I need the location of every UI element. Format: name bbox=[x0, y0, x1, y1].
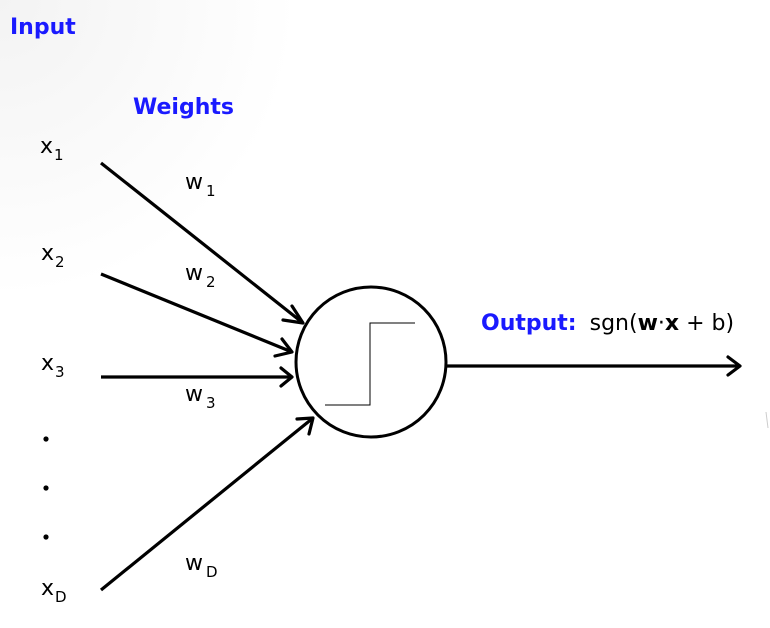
output-formula-dot: · bbox=[658, 311, 665, 336]
output-label: Output: sgn(w·x + b) bbox=[481, 311, 734, 336]
weight-label-sub: D bbox=[206, 563, 218, 581]
edge-line bbox=[100, 161, 304, 325]
weight-label-base: w bbox=[185, 551, 203, 576]
arrowhead-icon bbox=[726, 355, 742, 377]
edge-x3 bbox=[101, 366, 294, 388]
edge-x1 bbox=[100, 161, 305, 325]
input-label-base: x bbox=[41, 241, 54, 266]
input-title: Input bbox=[10, 15, 76, 40]
input-label-sub: 1 bbox=[54, 146, 64, 164]
input-label-x2: x 2 bbox=[41, 241, 65, 271]
weight-label-sub: 2 bbox=[206, 273, 216, 291]
edge-xD bbox=[99, 416, 315, 592]
output-formula-w: w bbox=[638, 311, 658, 336]
neuron-node bbox=[294, 285, 448, 439]
arrowhead-icon bbox=[273, 337, 294, 358]
arrowhead-icon bbox=[281, 304, 305, 325]
weight-label-w2: w 2 bbox=[185, 261, 216, 291]
weight-label-w3: w 3 bbox=[185, 382, 216, 412]
edge-artifact bbox=[765, 411, 769, 429]
weight-label-base: w bbox=[185, 170, 203, 195]
step-function-icon bbox=[325, 322, 415, 406]
input-label-xD: x D bbox=[41, 576, 67, 606]
weight-label-sub: 3 bbox=[206, 394, 216, 412]
ellipsis-dot bbox=[43, 436, 49, 442]
weight-label-base: w bbox=[185, 382, 203, 407]
weight-label-wD: w D bbox=[185, 551, 218, 581]
input-label-sub: D bbox=[55, 588, 67, 606]
input-label-sub: 3 bbox=[55, 363, 65, 381]
input-label-base: x bbox=[41, 576, 54, 601]
arrowhead-icon bbox=[279, 366, 294, 388]
input-label-base: x bbox=[41, 351, 54, 376]
edge-x2 bbox=[100, 272, 294, 358]
arrowhead-icon bbox=[295, 416, 315, 436]
ellipsis-dot bbox=[43, 534, 49, 540]
input-label-x3: x 3 bbox=[41, 351, 65, 381]
weight-label-sub: 1 bbox=[206, 182, 216, 200]
output-formula-x: x bbox=[665, 311, 679, 336]
output-title: Output: bbox=[481, 311, 577, 336]
weights-title: Weights bbox=[133, 95, 234, 120]
output-edge bbox=[446, 355, 742, 377]
background-shading bbox=[0, 0, 300, 300]
ellipsis-dot bbox=[43, 485, 49, 491]
output-formula-prefix: sgn( bbox=[590, 311, 638, 336]
input-label-sub: 2 bbox=[55, 253, 65, 271]
edge-line bbox=[99, 416, 315, 592]
weight-label-w1: w 1 bbox=[185, 170, 216, 200]
input-label-base: x bbox=[40, 134, 53, 159]
edge-line bbox=[100, 272, 293, 354]
weight-label-base: w bbox=[185, 261, 203, 286]
output-formula-suffix: + b) bbox=[679, 311, 734, 336]
input-label-x1: x 1 bbox=[40, 134, 64, 164]
